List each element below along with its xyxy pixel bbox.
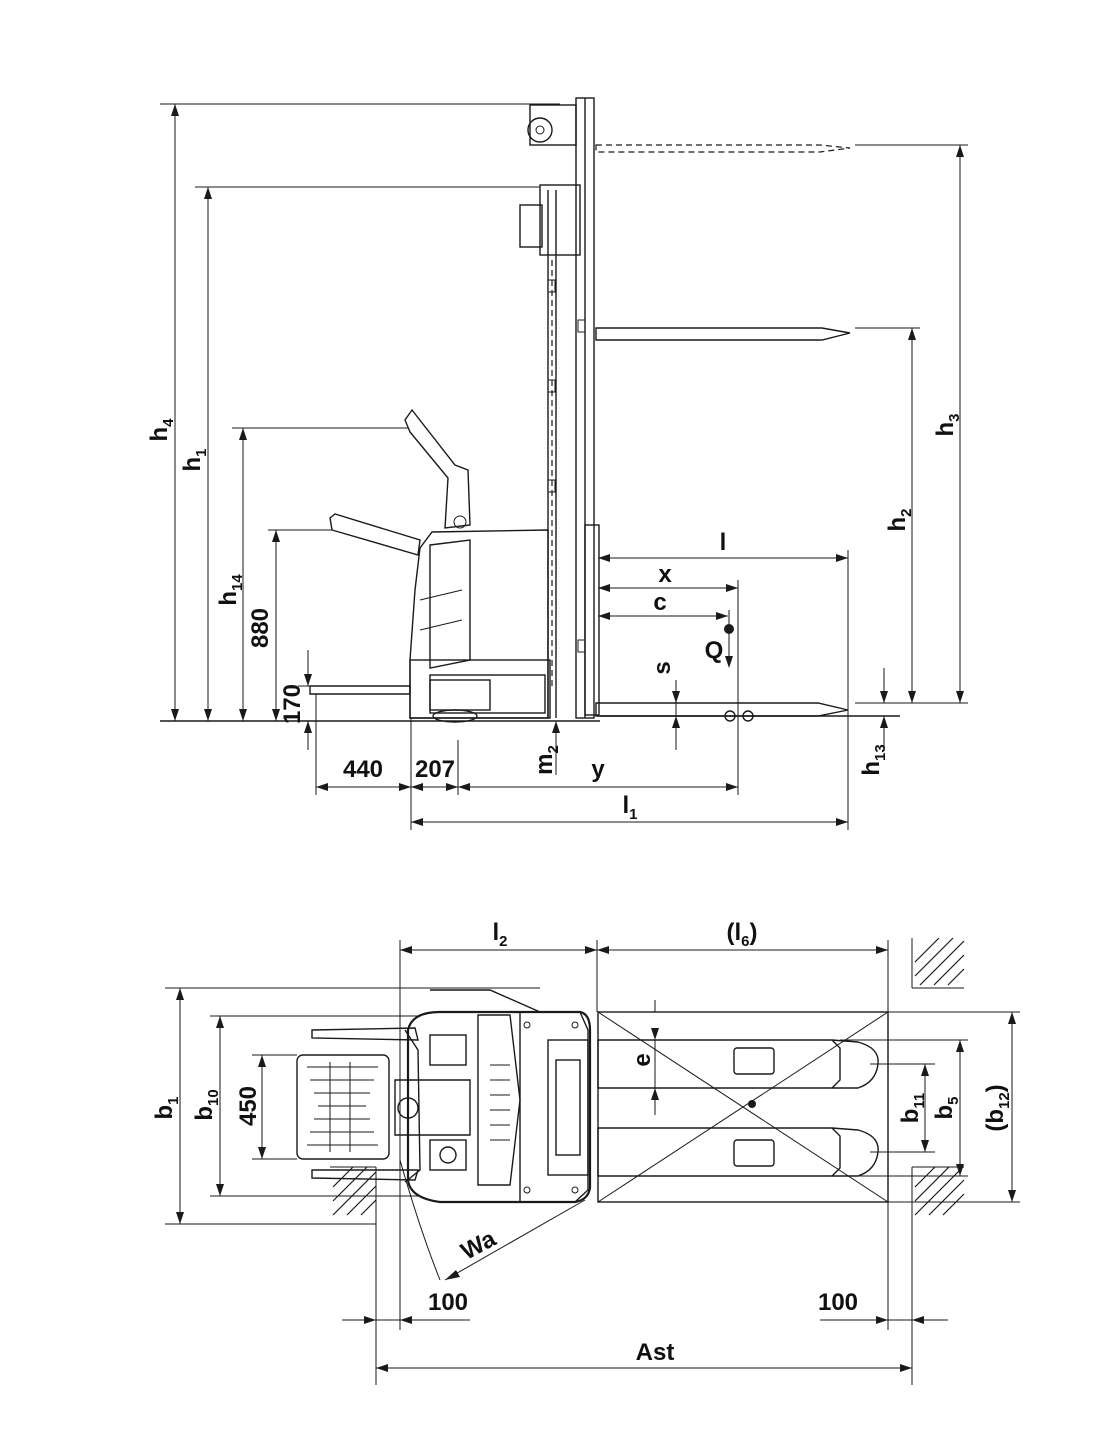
- label-h13: h13: [858, 744, 889, 775]
- label-b5: b5: [931, 1096, 962, 1119]
- wall-hatch-top-right: [911, 937, 965, 989]
- label-Ast: Ast: [636, 1339, 675, 1366]
- label-Q: Q: [705, 637, 724, 664]
- label-b1: b1: [151, 1096, 182, 1119]
- label-l1: l1: [622, 792, 637, 823]
- label-880: 880: [247, 608, 274, 648]
- label-100-right: 100: [818, 1289, 858, 1316]
- label-s: s: [649, 661, 676, 674]
- label-100-left: 100: [428, 1289, 468, 1316]
- truck-body-top: [296, 1010, 592, 1204]
- top-view: Wa l2 (l6) b1 b10 450: [151, 919, 1020, 1385]
- label-h14: h14: [215, 574, 246, 606]
- label-l: l: [720, 529, 727, 556]
- mast: [519, 97, 600, 719]
- forks-top: [597, 1011, 889, 1203]
- label-h4: h4: [146, 418, 177, 442]
- turning-outline: [430, 989, 541, 1013]
- wall-hatch-bottom-right: [911, 1166, 965, 1218]
- forks: [595, 144, 851, 722]
- label-h2: h2: [884, 508, 915, 531]
- label-b11: b11: [897, 1093, 928, 1124]
- label-e: e: [629, 1053, 656, 1066]
- wall-hatch-bottom-left: [330, 1166, 377, 1218]
- label-207: 207: [415, 756, 455, 783]
- label-450: 450: [235, 1086, 262, 1126]
- label-c: c: [653, 589, 666, 616]
- label-l6: (l6): [726, 919, 757, 950]
- label-440: 440: [343, 756, 383, 783]
- label-b12: (b12): [982, 1084, 1013, 1131]
- label-b10: b10: [191, 1089, 222, 1120]
- label-h3: h3: [932, 413, 963, 436]
- label-x: x: [658, 561, 672, 588]
- label-m2: m2: [531, 745, 562, 775]
- label-h1: h1: [179, 448, 210, 471]
- truck-body: [309, 408, 551, 723]
- label-y: y: [591, 756, 605, 783]
- label-170: 170: [279, 684, 306, 724]
- label-l2: l2: [492, 919, 507, 950]
- label-Wa: Wa: [457, 1225, 501, 1266]
- side-view: h4 h1 h14 880 170: [146, 97, 968, 830]
